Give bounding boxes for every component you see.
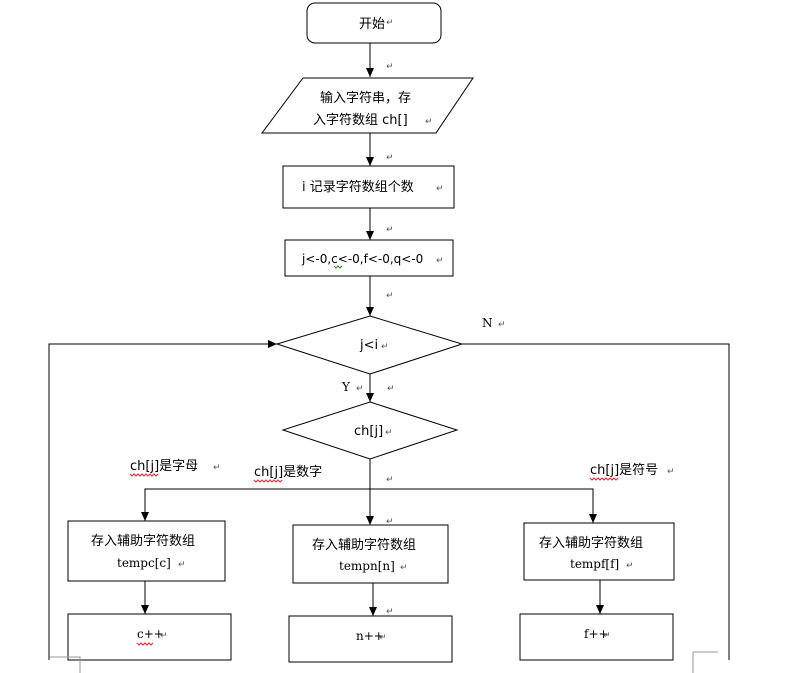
paragraph-mark: ↵ [603,631,611,641]
start-label: 开始 [359,17,385,32]
loop-decision [275,315,464,375]
spellcheck-underline [136,642,154,646]
loop-back-line [48,340,277,660]
symbol-branch-label: ch[j]是符号 [590,462,658,478]
paragraph-mark: ↵ [385,428,393,438]
init-label: j<-0,c<-0,f<-0,q<-0 [301,252,423,266]
count-process [282,165,455,209]
paragraph-mark: ↵ [386,18,394,28]
spellcheck-underline [129,473,159,477]
paragraph-mark: ↵ [213,463,221,473]
crop-mark-right [692,651,718,673]
digit-branch-label: ch[j]是数字 [254,465,322,480]
store-digit-line1: 存入辅助字符数组 [312,537,416,553]
paragraph-mark: ↵ [356,384,364,394]
store-digit-line2: tempn[n] [339,559,395,573]
paragraph-mark: ↵ [626,561,634,571]
exit-no-line [462,343,730,660]
spellcheck-underline [253,479,283,483]
connectors [48,43,730,660]
inc-n-process [288,615,453,663]
paragraph-mark: ↵ [436,184,444,194]
switch-decision [281,401,459,460]
spellcheck-underline [589,477,619,481]
switch-label: ch[j] [354,424,383,439]
init-process [284,239,454,277]
store-letter-process [67,520,226,582]
no-label: N [482,316,493,330]
inc-f-label: f++ [584,627,609,641]
paragraph-mark: ↵ [436,256,444,266]
store-letter-line1: 存入辅助字符数组 [91,533,195,549]
paragraph-mark: ↵ [498,320,506,330]
paragraph-mark: ↵ [387,384,395,394]
input-label-line2: 入字符数组 ch[] [313,112,408,128]
store-letter-line2: tempc[c] [117,556,171,570]
count-label: i 记录字符数组个数 [302,179,414,195]
paragraph-mark: ↵ [386,517,394,527]
paragraph-marks: ↵ ↵ ↵ ↵ ↵ ↵ ↵ ↵ ↵ ↵ ↵ ↵ ↵ ↵ ↵ ↵ ↵ ↵ ↵ ↵ … [160,18,675,643]
letter-branch-label: ch[j]是字母 [130,459,198,474]
paragraph-mark: ↵ [386,225,394,235]
switch-branch-bar [144,488,594,521]
paragraph-mark: ↵ [386,607,394,617]
input-parallelogram [261,77,474,134]
yes-label: Y [341,380,351,394]
inc-c-process [67,613,232,661]
paragraph-mark: ↵ [178,560,186,570]
input-label-line1: 输入字符串，存 [320,90,411,106]
paragraph-mark: ↵ [386,475,394,485]
store-symbol-line2: tempf[f] [570,557,619,571]
inc-c-label: c++ [137,627,164,641]
paragraph-mark: ↵ [386,62,394,72]
paragraph-mark: ↵ [160,631,168,641]
paragraph-mark: ↵ [386,291,394,301]
loop-cond-label: j<i [359,338,378,353]
store-symbol-process [523,522,675,581]
store-digit-process [292,524,449,584]
inc-f-process [519,613,674,661]
paragraph-mark: ↵ [667,467,675,477]
page-crop-marks [50,651,718,673]
paragraph-mark: ↵ [400,563,408,573]
paragraph-mark: ↵ [379,633,387,643]
paragraph-mark: ↵ [381,342,389,352]
store-symbol-line1: 存入辅助字符数组 [539,535,643,551]
paragraph-mark: ↵ [386,153,394,163]
paragraph-mark: ↵ [425,117,433,127]
crop-mark-left [50,656,81,673]
inc-n-label: n++ [356,629,384,643]
start-terminal [306,2,442,44]
spellcheck-underline [333,265,343,269]
